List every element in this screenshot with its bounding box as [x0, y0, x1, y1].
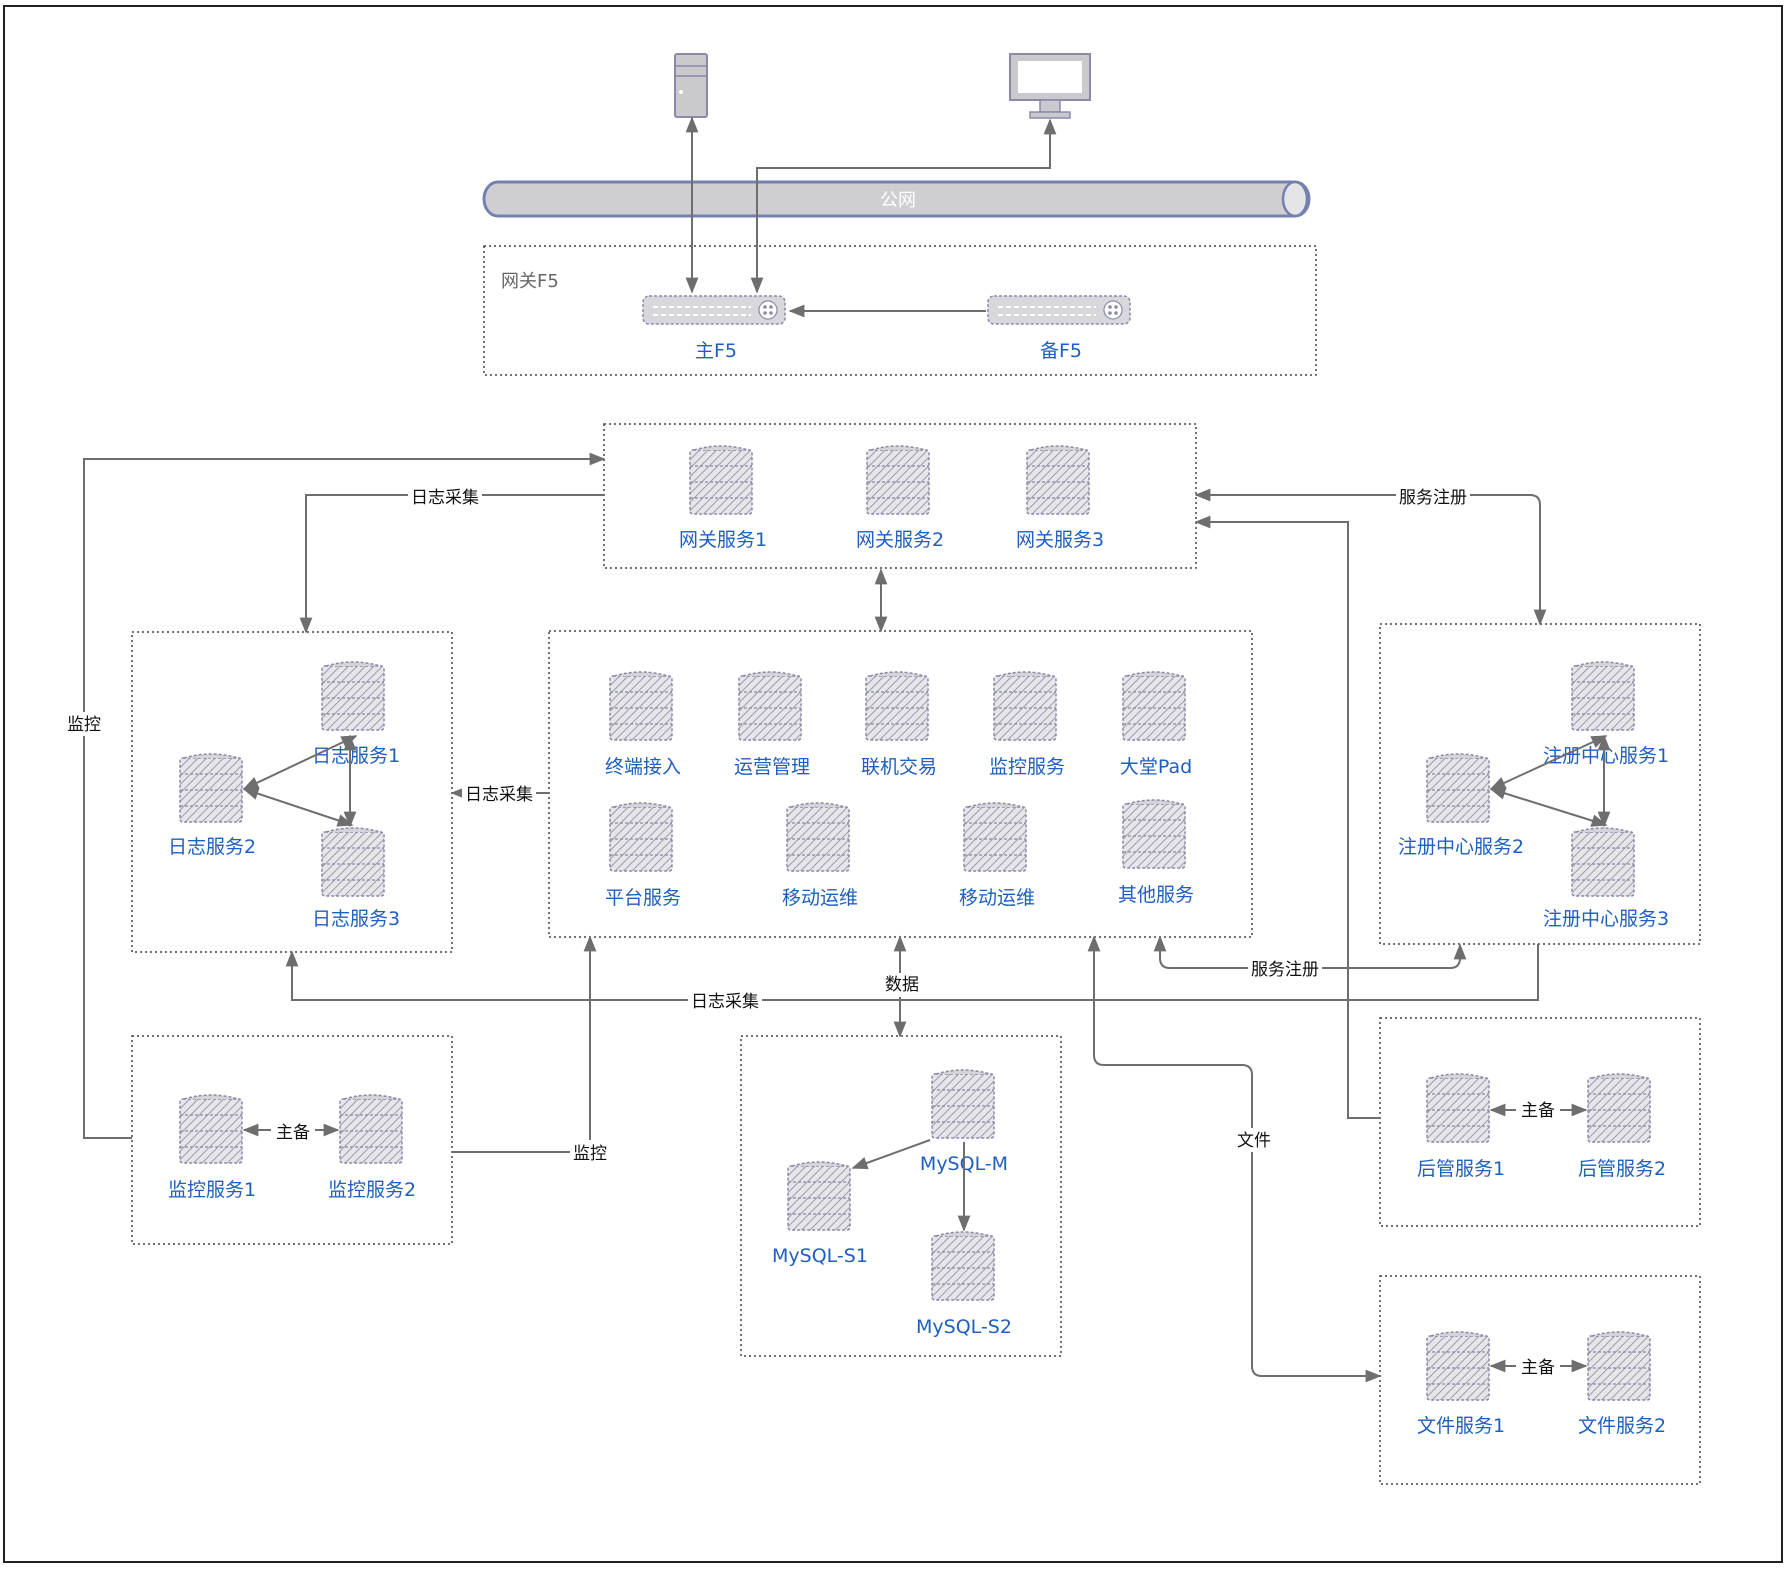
label-monitor-bottom: 监控 [573, 1144, 607, 1164]
log-1-label: 日志服务1 [312, 745, 400, 767]
core-label-0: 终端接入 [605, 756, 681, 778]
label-log-collect-bottom: 日志采集 [691, 992, 759, 1012]
core-ops-icon [738, 671, 802, 741]
edge-monitor-bottom [452, 935, 597, 1153]
group-monitor [131, 1035, 453, 1245]
mysql-m-icon [931, 1069, 995, 1139]
mysql-s1-label: MySQL-S1 [772, 1245, 868, 1267]
admin-2-icon [1587, 1073, 1651, 1143]
backup-f5-label: 备F5 [1040, 340, 1082, 362]
edge-monitor-left [83, 452, 606, 1139]
label-monitor-pair: 主备 [276, 1123, 310, 1143]
admin-1-icon [1426, 1073, 1490, 1143]
gateway-3-label: 网关服务3 [1016, 529, 1104, 551]
core-label-4: 大堂Pad [1120, 756, 1192, 778]
admin-1-label: 后管服务1 [1417, 1158, 1505, 1180]
label-register-top: 服务注册 [1399, 488, 1467, 508]
monitor-1-label: 监控服务1 [168, 1179, 256, 1201]
edge-log-collect-bottom [285, 944, 1539, 1001]
core-label-7: 移动运维 [959, 887, 1035, 909]
core-label-3: 监控服务 [989, 756, 1065, 778]
core-trade-icon [865, 671, 929, 741]
monitor-2-label: 监控服务2 [328, 1179, 416, 1201]
internet-label: 公网 [880, 190, 916, 211]
edge-reg1-reg2 [1489, 735, 1608, 790]
file-2-label: 文件服务2 [1578, 1415, 1666, 1437]
core-label-5: 平台服务 [605, 887, 681, 909]
edge-reg2-reg3 [1489, 787, 1608, 827]
label-file-pair: 主备 [1521, 1358, 1555, 1378]
core-other-icon [1122, 799, 1186, 869]
monitor-1-icon [179, 1094, 243, 1164]
label-file: 文件 [1237, 1131, 1271, 1151]
master-f5-label: 主F5 [695, 340, 737, 362]
label-log-collect-top: 日志采集 [411, 488, 479, 508]
mysql-s2-label: MySQL-S2 [916, 1316, 1012, 1338]
label-register-bottom: 服务注册 [1251, 960, 1319, 980]
edge-log2-log3 [242, 787, 354, 827]
edge-labels: 日志采集 日志采集 日志采集 监控 监控 服务注册 服务注册 数据 文件 主备 … [64, 484, 1560, 1378]
log-2-icon [179, 753, 243, 823]
registry-2-icon [1426, 753, 1490, 823]
core-label-1: 运营管理 [734, 756, 810, 778]
registry-3-icon [1571, 827, 1635, 897]
core-label-6: 移动运维 [782, 887, 858, 909]
canvas-frame [3, 5, 1783, 1563]
edge-log-collect-top [299, 494, 604, 634]
core-platform-icon [609, 802, 673, 872]
server-tower-icon [674, 53, 708, 118]
internet-pipe: 公网 [482, 180, 1311, 218]
edge-file [1087, 935, 1382, 1383]
gateway-2-icon [866, 445, 930, 515]
gateway-1-label: 网关服务1 [679, 529, 767, 551]
log-1-icon [321, 661, 385, 731]
log-2-label: 日志服务2 [168, 836, 256, 858]
monitor-client-icon [1009, 53, 1091, 119]
file-2-icon [1587, 1331, 1651, 1401]
gateway-3-icon [1026, 445, 1090, 515]
log-3-icon [321, 827, 385, 897]
edge-mysql-m-s1 [851, 1139, 931, 1170]
file-1-icon [1426, 1331, 1490, 1401]
registry-2-label: 注册中心服务2 [1398, 836, 1524, 858]
core-label-8: 其他服务 [1118, 884, 1194, 906]
core-mobile-2-icon [963, 802, 1027, 872]
edge-client-masterf5 [750, 118, 1057, 294]
label-admin-pair: 主备 [1521, 1101, 1555, 1121]
core-monitor-icon [993, 671, 1057, 741]
file-1-label: 文件服务1 [1417, 1415, 1505, 1437]
label-data: 数据 [885, 975, 919, 995]
label-log-collect-mid: 日志采集 [465, 785, 533, 805]
core-pad-icon [1122, 671, 1186, 741]
log-3-label: 日志服务3 [312, 908, 400, 930]
master-f5-icon [642, 295, 786, 325]
label-monitor-left: 监控 [67, 715, 101, 735]
edge-log1-log2 [242, 735, 358, 790]
gateway-2-label: 网关服务2 [856, 529, 944, 551]
registry-1-icon [1571, 661, 1635, 731]
edge-register-top [1194, 488, 1547, 626]
registry-3-label: 注册中心服务3 [1543, 908, 1669, 930]
admin-2-label: 后管服务2 [1578, 1158, 1666, 1180]
backup-f5-icon [987, 295, 1131, 325]
core-label-2: 联机交易 [861, 756, 937, 778]
group-f5-title: 网关F5 [501, 271, 559, 292]
edge-admin-gateway [1194, 515, 1380, 1119]
core-mobile-1-icon [786, 802, 850, 872]
mysql-s1-icon [787, 1161, 851, 1231]
mysql-s2-icon [931, 1231, 995, 1301]
core-terminal-icon [609, 671, 673, 741]
monitor-2-icon [339, 1094, 403, 1164]
gateway-1-icon [689, 445, 753, 515]
